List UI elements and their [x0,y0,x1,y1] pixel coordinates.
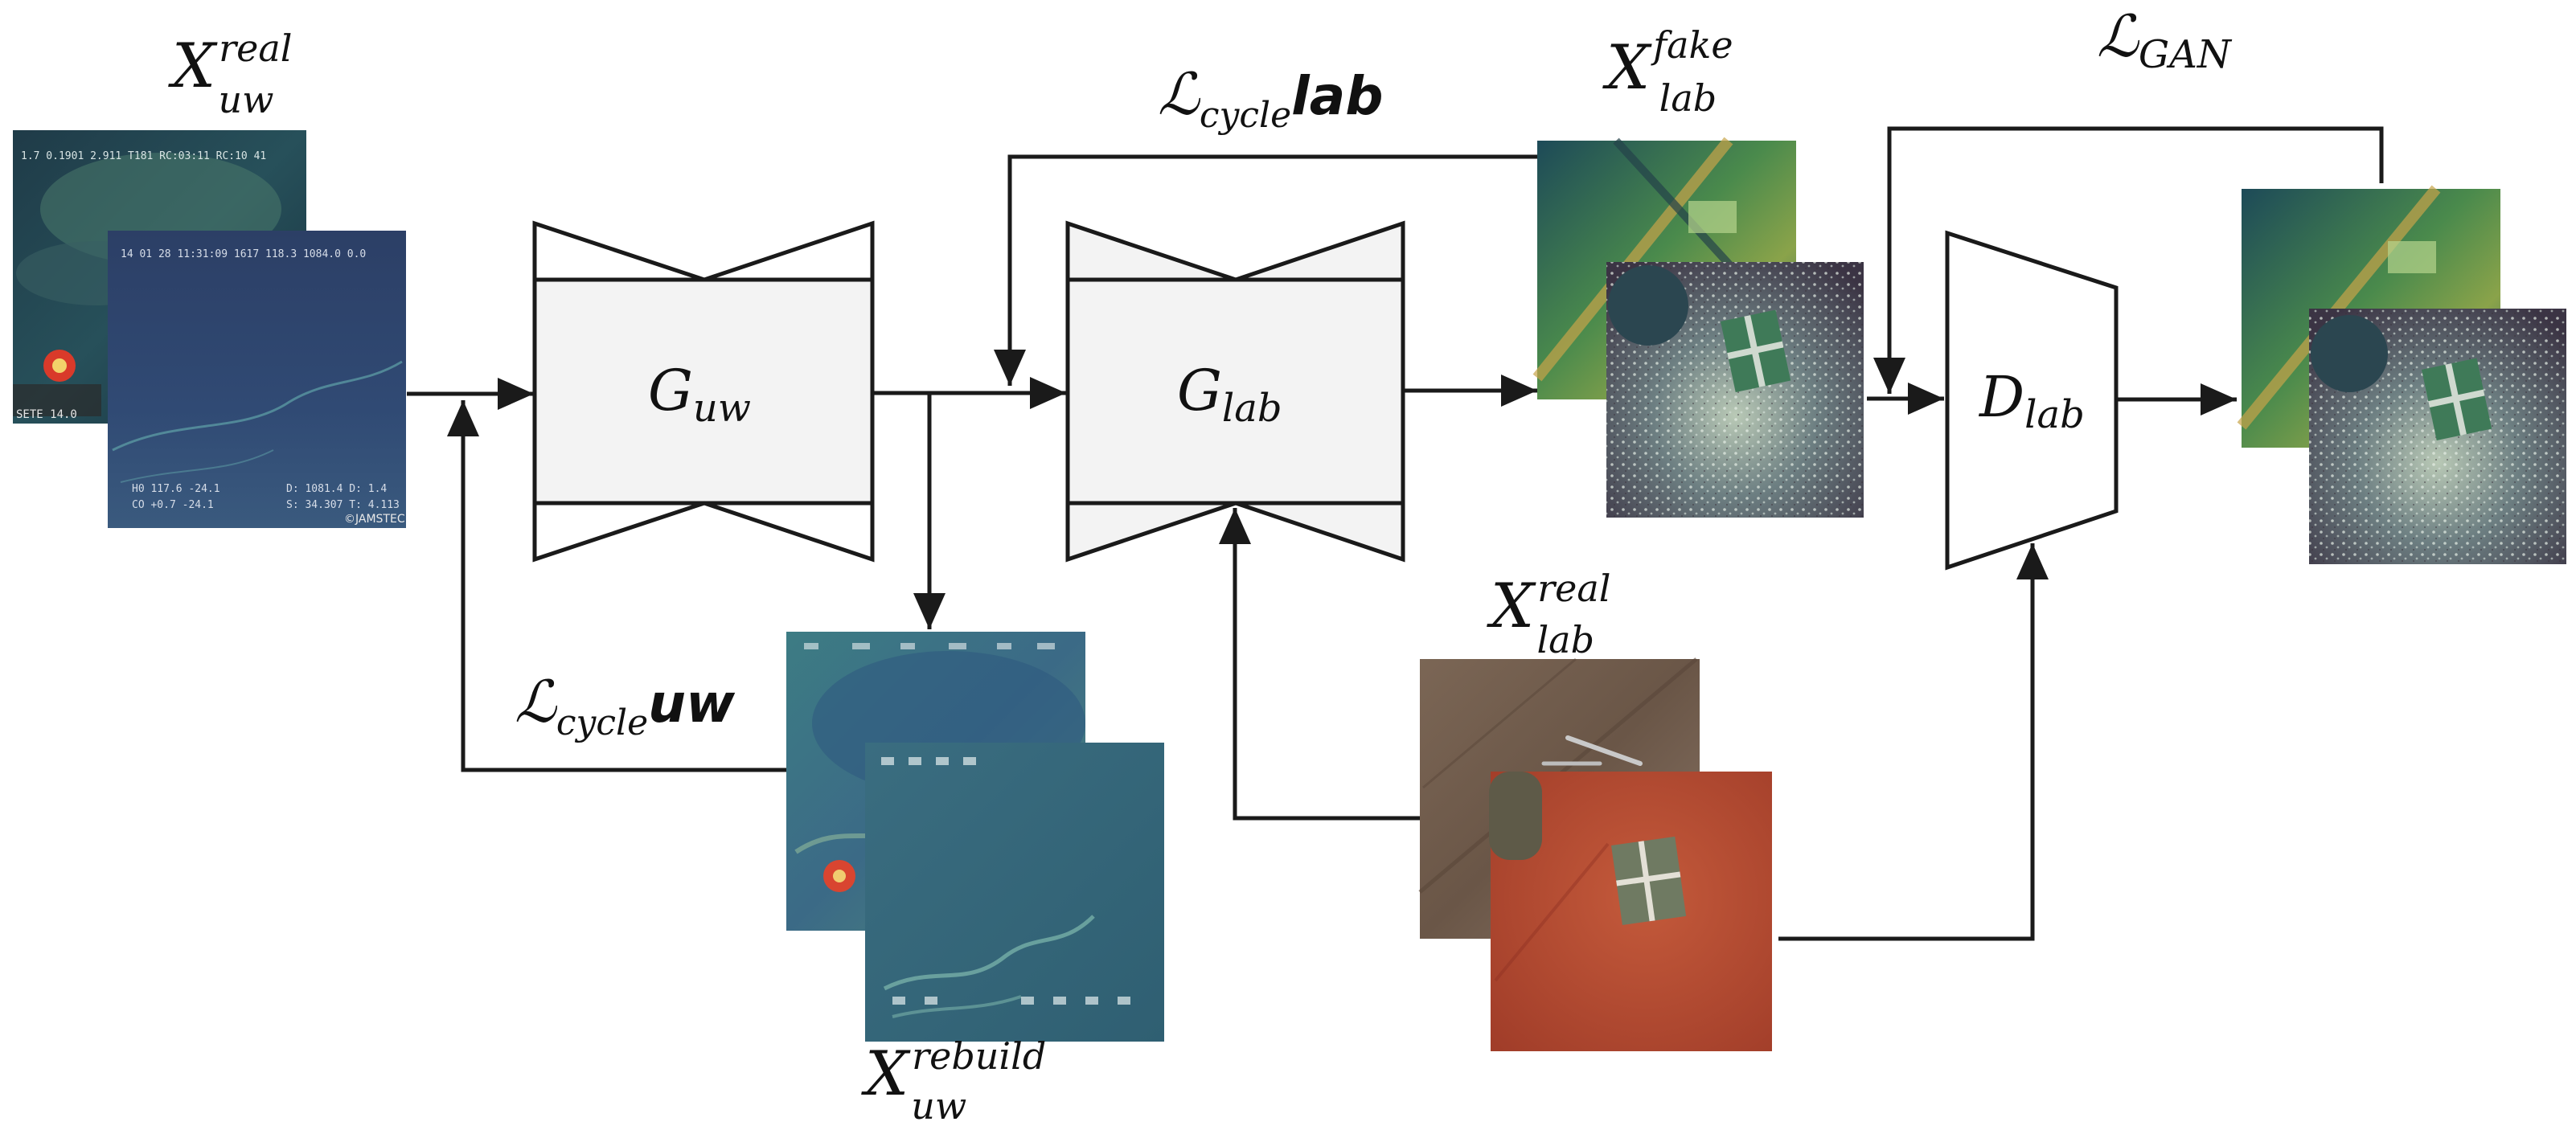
uw-real-front-bottom-right-text: D: 1081.4 D: 1.4 [286,483,387,495]
arrow-gan-loss [1873,126,2384,394]
image-uw-real-front: 14 01 28 11:31:09 1617 118.3 1084.0 0.0 … [108,231,406,528]
g-lab-label: Glab [1177,358,1282,431]
connections [407,126,2384,941]
discriminator-lab: Dlab [1945,230,2119,571]
image-lab-real-stack [1418,657,1772,1051]
uw-real-back-overlay-text: 1.7 0.1901 2.911 T181 RC:03:11 RC:10 41 [21,150,266,162]
arrow-labreal-to-dlab [1778,543,2049,941]
arrow-cycle-uw [447,400,786,772]
image-lab-real-front [1489,772,1772,1051]
g-uw-label: Guw [648,358,751,431]
uw-real-front-bottom-left-text-2: CO +0.7 -24.1 [132,499,214,511]
uw-real-front-top-text: 14 01 28 11:31:09 1617 118.3 1084.0 0.0 [121,248,366,260]
image-output-stack [2237,185,2566,564]
image-lab-fake-front [1606,262,1864,518]
uw-real-front-credit: ©JAMSTEC [344,513,405,526]
arrow-cycle-lab [994,154,1537,386]
image-lab-fake-stack [1532,137,1864,518]
d-lab-label: Dlab [1978,364,2085,437]
label-loss-cycle-lab: ℒcyclelab [1158,60,1384,136]
uw-real-front-bottom-left-text: H0 117.6 -24.1 [132,483,220,495]
uw-real-back-corner-text: SETE 14.0 [16,408,77,421]
image-output-front [2309,309,2566,564]
generator-lab: Glab [1065,220,1405,563]
image-uw-rebuild-stack [786,632,1164,1042]
arrow-labreal-to-glab [1219,508,1420,821]
uw-real-front-bottom-right-text-2: S: 34.307 T: 4.113 [286,499,400,511]
image-uw-real-stack: 1.7 0.1901 2.911 T181 RC:03:11 RC:10 41 … [13,130,406,528]
image-uw-rebuild-front [865,743,1164,1042]
label-loss-cycle-uw: ℒcycleuw [515,668,736,743]
generator-uw: Guw [532,220,875,563]
label-loss-gan: ℒGAN [2097,2,2233,77]
